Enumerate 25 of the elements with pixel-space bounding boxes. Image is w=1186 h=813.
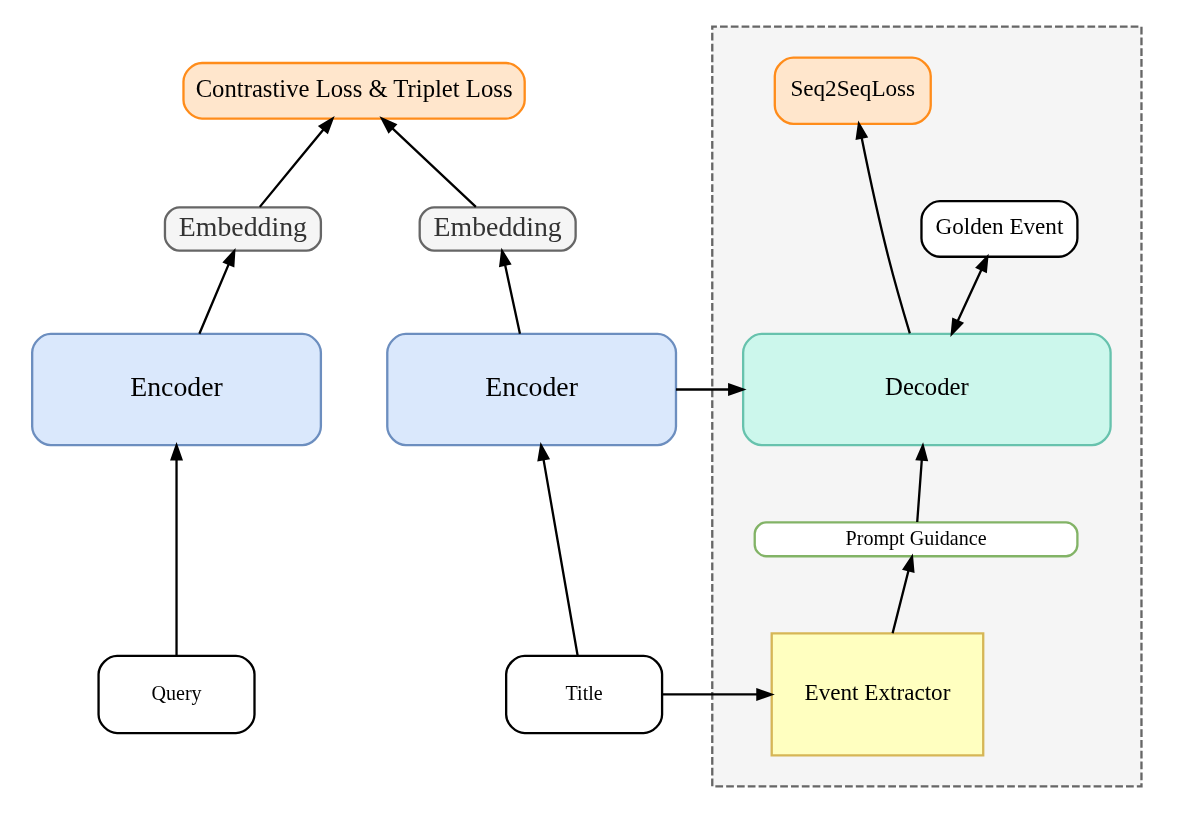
- node-box: Event Extractor: [770, 632, 985, 757]
- node-box: Decoder: [742, 332, 1112, 447]
- arrow: [662, 687, 775, 701]
- arrow: [855, 120, 911, 334]
- node-box: Embedding: [163, 206, 323, 252]
- arrow: [891, 553, 915, 634]
- node-box: Encoder: [386, 332, 678, 447]
- node-box: Contrastive Loss & Triplet Loss: [182, 61, 526, 120]
- arrow: [198, 247, 236, 335]
- cluster: [711, 25, 1143, 788]
- arrow: [258, 115, 335, 208]
- node-box: Seq2SeqLoss: [773, 56, 932, 126]
- node-box: Encoder: [31, 332, 323, 447]
- node-box: Prompt Guidance: [753, 521, 1079, 558]
- arrow: [950, 253, 989, 337]
- node-box: Title: [505, 654, 664, 735]
- arrow: [676, 383, 747, 396]
- arrow: [170, 442, 184, 656]
- node-box: Golden Event: [920, 200, 1079, 258]
- arrow: [379, 116, 477, 208]
- arrow: [537, 442, 579, 656]
- node-box: Query: [97, 654, 256, 735]
- arrow: [498, 247, 522, 335]
- node-box: Embedding: [418, 206, 577, 252]
- arrow: [915, 442, 929, 523]
